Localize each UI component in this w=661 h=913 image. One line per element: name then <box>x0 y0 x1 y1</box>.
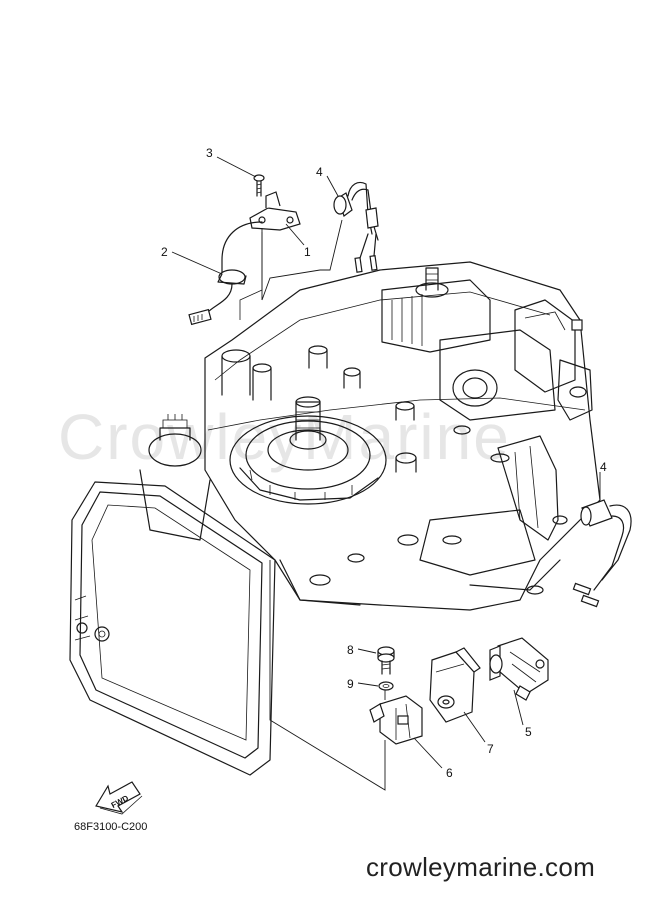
callout-4-right: 4 <box>600 460 607 474</box>
website-footer: crowleymarine.com <box>366 852 596 882</box>
part-8-bolt <box>377 646 395 675</box>
callout-7: 7 <box>487 742 494 756</box>
callout-2: 2 <box>161 245 168 259</box>
part-5-sensor <box>489 637 549 701</box>
part-2-harness-clamp <box>188 221 263 326</box>
part-9-washer <box>378 681 394 691</box>
callout-3: 3 <box>206 146 213 160</box>
callout-4-top: 4 <box>316 165 323 179</box>
drawing-code: 68F3100-C200 <box>74 821 148 833</box>
callout-8: 8 <box>347 643 354 657</box>
leader-lines <box>171 156 601 791</box>
part-7-cover <box>429 647 481 723</box>
fwd-direction-arrow: FWD <box>95 781 143 815</box>
part-4-sensor-top <box>333 181 379 273</box>
callout-1: 1 <box>304 245 311 259</box>
part-1-bracket <box>239 191 301 320</box>
part-3-screw <box>253 174 265 197</box>
callout-6: 6 <box>446 766 453 780</box>
part-6-holder <box>369 695 423 745</box>
callout-5: 5 <box>525 725 532 739</box>
callout-9: 9 <box>347 677 354 691</box>
callouts: 3 4 2 1 4 8 9 5 7 6 <box>161 146 607 780</box>
engine-block <box>69 261 601 776</box>
watermark: CrowleyMarine <box>58 401 511 473</box>
part-4-sensor-right <box>572 499 632 608</box>
